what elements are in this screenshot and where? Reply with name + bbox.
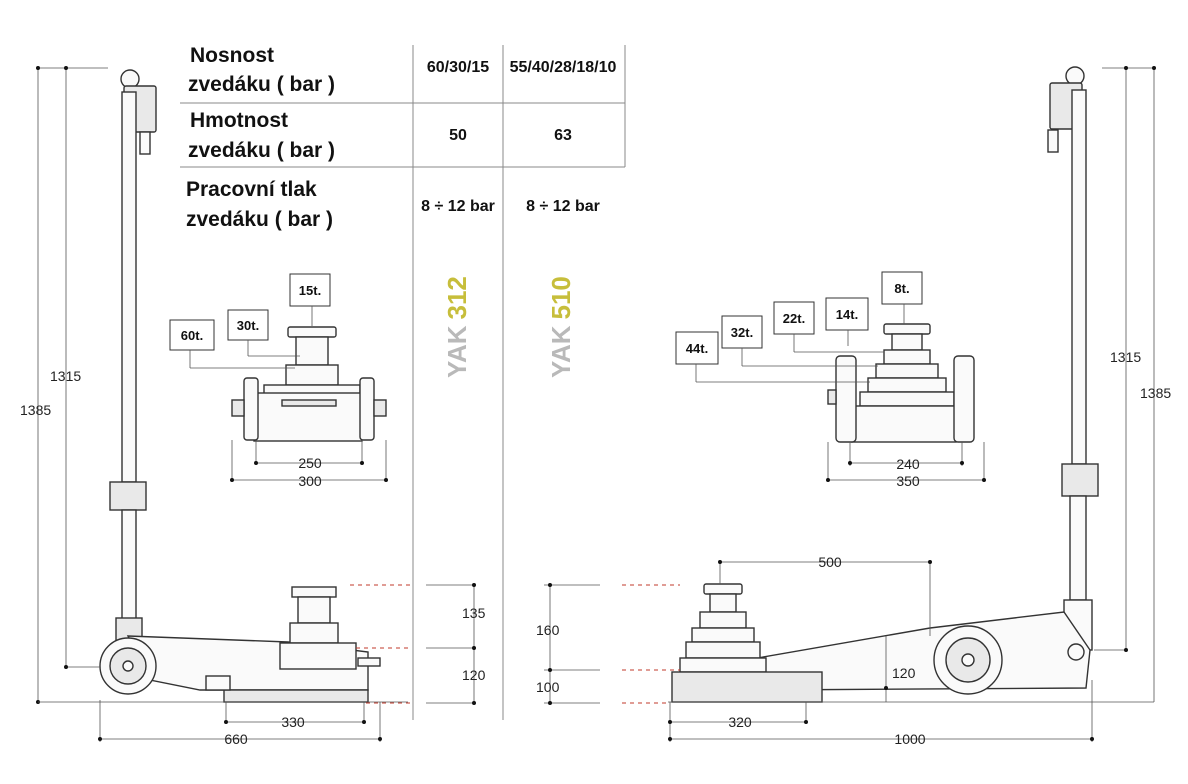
spec-capacity-yak312: 60/30/15 — [427, 59, 489, 76]
left-stage-tags: 60t. 30t. 15t. — [169, 273, 331, 369]
right-dim-320: 320 — [728, 714, 752, 730]
right-dim-240: 240 — [896, 456, 920, 472]
right-dimensions: 1385 1315 240 350 500 120 320 1000 — [536, 66, 1171, 747]
right-dim-500: 500 — [818, 554, 842, 570]
right-tag-44t: 44t. — [686, 341, 708, 356]
model-yak312: YAK 312 — [442, 276, 472, 378]
right-tag-32t: 32t. — [731, 325, 753, 340]
spec-weight-yak312: 50 — [449, 127, 467, 144]
left-tag-30t: 30t. — [237, 318, 259, 333]
svg-text:YAK510: YAK 510 — [546, 276, 576, 378]
left-dim-120: 120 — [462, 667, 486, 683]
right-dim-100: 100 — [536, 679, 560, 695]
right-dim-120: 120 — [892, 665, 916, 681]
right-dim-1000: 1000 — [894, 731, 925, 747]
spec-capacity-label-1: Nosnost — [190, 44, 274, 67]
left-dimensions: 1385 1315 250 300 330 660 13 — [20, 66, 486, 747]
model-yak312-number: 312 — [442, 276, 472, 319]
left-dim-250: 250 — [298, 455, 322, 471]
left-dim-660: 660 — [224, 731, 248, 747]
model-yak510-prefix: YAK — [546, 325, 576, 378]
right-tag-8t: 8t. — [894, 281, 909, 296]
left-dim-1385: 1385 — [20, 402, 51, 418]
spec-pressure-label-1: Pracovní tlak — [186, 178, 317, 201]
right-tag-22t: 22t. — [783, 311, 805, 326]
right-jack-top-view — [827, 323, 975, 443]
spec-capacity-label-2: zvedáku ( bar ) — [188, 73, 335, 96]
model-yak510-number: 510 — [546, 276, 576, 319]
svg-text:YAK312: YAK 312 — [442, 276, 472, 378]
right-dim-1385: 1385 — [1140, 385, 1171, 401]
left-dim-300: 300 — [298, 473, 322, 489]
left-jack-drawing — [99, 69, 381, 703]
spec-weight-yak510: 63 — [554, 127, 572, 144]
right-dim-1315: 1315 — [1110, 349, 1141, 365]
left-dim-1315: 1315 — [50, 368, 81, 384]
spec-capacity-yak510: 55/40/28/18/10 — [510, 59, 617, 76]
left-dim-135: 135 — [462, 605, 486, 621]
left-tag-60t: 60t. — [181, 328, 203, 343]
spec-weight-label-2: zvedáku ( bar ) — [188, 139, 335, 162]
spec-table: Nosnost zvedáku ( bar ) 60/30/15 55/40/2… — [180, 44, 626, 720]
spec-weight-label-1: Hmotnost — [190, 109, 288, 132]
right-tag-14t: 14t. — [836, 307, 858, 322]
model-yak510: YAK 510 — [546, 276, 576, 378]
spec-pressure-yak510: 8 ÷ 12 bar — [526, 198, 600, 215]
spec-pressure-yak312: 8 ÷ 12 bar — [421, 198, 495, 215]
spec-pressure-label-2: zvedáku ( bar ) — [186, 208, 333, 231]
right-dim-160: 160 — [536, 622, 560, 638]
left-tag-15t: 15t. — [299, 283, 321, 298]
right-dim-350: 350 — [896, 473, 920, 489]
right-stage-tags: 44t. 32t. 22t. 14t. 8t. — [675, 271, 923, 383]
model-yak312-prefix: YAK — [442, 325, 472, 378]
left-jack-top-view — [231, 326, 387, 442]
left-dim-330: 330 — [281, 714, 305, 730]
